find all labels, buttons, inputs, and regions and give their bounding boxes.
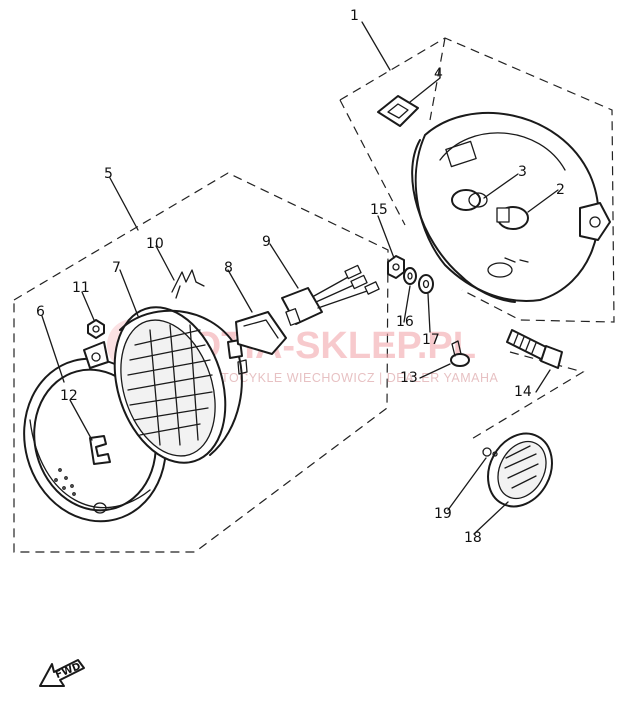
callout-7: 7	[112, 260, 121, 276]
callout-labels: 1 2 3 4 5 6 7 8 9 10 11 12 13 14 15 16 1…	[36, 8, 565, 546]
washer-part-17	[418, 274, 434, 294]
callout-17: 17	[422, 332, 440, 348]
group-outline-housing	[339, 37, 615, 323]
callout-11: 11	[72, 280, 90, 296]
cover-part-8	[235, 311, 287, 355]
clip-part-12	[89, 435, 111, 465]
callout-4: 4	[434, 66, 443, 82]
forward-direction-arrow: FWD	[39, 659, 85, 687]
callout-19: 19	[434, 506, 452, 522]
callout-2: 2	[556, 182, 565, 198]
bolt-part-14	[506, 329, 563, 369]
group-outline-bolt	[469, 351, 585, 441]
callout-10: 10	[146, 236, 164, 252]
callout-3: 3	[518, 164, 527, 180]
screw-part-13	[450, 340, 470, 367]
callout-9: 9	[262, 234, 271, 250]
washer-part-16	[403, 267, 417, 285]
nut-part-15	[387, 255, 405, 279]
callout-16: 16	[396, 314, 414, 330]
callout-6: 6	[36, 304, 45, 320]
callout-5: 5	[104, 166, 113, 182]
watermark-subtitle: MOTOCYKLE WIECHOWICZ | DEALER YAMAHA	[200, 371, 499, 385]
callout-12: 12	[60, 388, 78, 404]
sealed-beam-unit	[113, 306, 248, 464]
reflector-part-18	[487, 432, 553, 508]
screw-part-11	[87, 319, 105, 339]
screw-part-19	[482, 447, 498, 457]
callout-18: 18	[464, 530, 482, 546]
spring-part-10	[171, 269, 205, 299]
callout-leaders	[41, 21, 559, 535]
grommet-part-3	[451, 189, 488, 211]
callout-1: 1	[350, 8, 359, 24]
grommet-part-4	[377, 95, 419, 127]
callout-15: 15	[370, 202, 388, 218]
socket-part-9	[281, 264, 380, 326]
callout-14: 14	[514, 384, 532, 400]
callout-8: 8	[224, 260, 233, 276]
callout-13: 13	[400, 370, 418, 386]
group-outline-headlight-unit	[13, 172, 389, 553]
grommet-part-2	[496, 206, 529, 230]
